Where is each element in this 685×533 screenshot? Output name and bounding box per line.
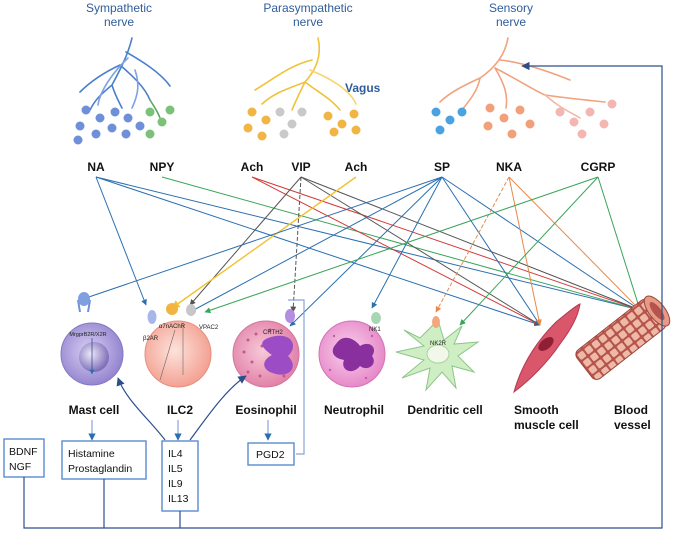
arrow-sp-smooth	[441, 176, 541, 326]
box-il4: IL4	[168, 448, 183, 460]
sympathetic-title-line1: Sympathetic	[86, 1, 152, 15]
dc-receptor-label: NK2R	[430, 341, 447, 347]
sympathetic-title-line2: nerve	[104, 15, 134, 29]
feedback-loop	[23, 61, 663, 529]
ilc2-cell: α7nAChR VPAC2 β2AR	[143, 303, 219, 388]
sympathetic-vesicles	[73, 105, 175, 145]
parasympathetic-nerve-illustration	[254, 37, 357, 111]
arrow-na-vessel	[95, 176, 641, 312]
arrow-sp-eos	[289, 176, 443, 327]
mast-cell: MrgprB2R/X2R	[60, 292, 124, 386]
ilc2-a7-label: α7nAChR	[159, 324, 186, 330]
box-pgd2-label: PGD2	[256, 449, 285, 461]
arrow-vip-vessel	[300, 176, 641, 311]
arrow-il-eos	[189, 375, 247, 441]
label-na: NA	[87, 160, 105, 174]
label-neutrophil: Neutrophil	[324, 403, 384, 417]
sensory-title-line1: Sensory	[489, 1, 533, 15]
arrow-il-mast	[116, 377, 166, 441]
label-smooth-line2: muscle cell	[514, 418, 579, 432]
smooth-muscle-cell	[513, 303, 581, 394]
label-vessel-line2: vessel	[614, 418, 651, 432]
signal-arrows	[79, 176, 642, 327]
cytokine-arrows	[88, 299, 305, 455]
arrow-nka-dc	[435, 176, 510, 313]
arrow-sp-mast	[79, 176, 443, 302]
arrow-vip-ilc2	[189, 176, 302, 306]
label-vip: VIP	[291, 160, 310, 174]
mast-receptor-label: MrgprB2R/X2R	[69, 332, 106, 338]
box-il9: IL9	[168, 478, 183, 490]
blood-vessel	[575, 295, 671, 380]
arrow-na-smooth	[95, 176, 541, 327]
label-ilc2: ILC2	[167, 403, 193, 417]
arrow-cgrp-vessel	[597, 176, 642, 311]
box-neurotrophins-line2: NGF	[9, 461, 31, 473]
label-dendritic-cell: Dendritic cell	[407, 403, 482, 417]
parasympathetic-vesicles	[243, 107, 361, 141]
sympathetic-title: Sympathetic nerve	[86, 1, 152, 29]
label-nka: NKA	[496, 160, 522, 174]
sensory-vesicles	[431, 99, 617, 139]
arrow-ach-vessel	[251, 176, 641, 312]
box-interleukins: IL4 IL5 IL9 IL13	[161, 440, 199, 512]
line-pgd2-feedback	[288, 299, 305, 455]
arrow-na-ilc2	[95, 176, 147, 306]
label-ach-left: Ach	[241, 160, 264, 174]
label-smooth-line1: Smooth	[514, 403, 559, 417]
sensory-title-line2: nerve	[496, 15, 526, 29]
label-vessel-line1: Blood	[614, 403, 648, 417]
box-il13: IL13	[168, 493, 189, 505]
label-sp: SP	[434, 160, 450, 174]
arrow-cgrp-ilc2	[204, 176, 599, 314]
sympathetic-nerve-illustration	[79, 37, 171, 119]
label-npy: NPY	[150, 160, 175, 174]
box-mast-products-line2: Prostaglandin	[68, 463, 132, 475]
transmitter-labels: NA NPY Ach VIP Ach SP NKA CGRP	[87, 160, 615, 174]
arrow-vip-smooth	[300, 176, 541, 326]
eos-receptor-label: CRTH2	[263, 330, 284, 336]
label-cgrp: CGRP	[581, 160, 616, 174]
box-mast-products: Histamine Prostaglandin	[61, 440, 147, 480]
label-ach-right: Ach	[345, 160, 368, 174]
box-neurotrophins-line1: BDNF	[9, 446, 38, 458]
ilc2-vpac-label: VPAC2	[199, 325, 219, 331]
arrow-ach-ilc2	[171, 176, 357, 309]
arrow-nka-vessel	[508, 176, 641, 311]
dendritic-cell: NK2R	[395, 316, 480, 392]
arrow-vip-eos	[290, 176, 302, 313]
arrow-sp-vessel	[441, 176, 641, 311]
arrow-sp-ilc2	[189, 176, 443, 313]
parasympathetic-title: Parasympathetic nerve	[263, 1, 352, 29]
ilc2-b2-label: β2AR	[143, 336, 159, 342]
parasympathetic-title-line2: nerve	[293, 15, 323, 29]
box-pgd2: PGD2	[247, 442, 295, 466]
neutrophil-cell: NK1	[318, 312, 386, 388]
label-eosinophil: Eosinophil	[235, 403, 296, 417]
cell-labels: Mast cell ILC2 Eosinophil Neutrophil Den…	[69, 403, 651, 432]
label-mast-cell: Mast cell	[69, 403, 120, 417]
arrow-npy-vessel	[161, 176, 641, 312]
sensory-title: Sensory nerve	[489, 1, 533, 29]
sensory-nerve-illustration	[439, 37, 606, 119]
box-neurotrophins: BDNF NGF	[3, 438, 45, 478]
vagus-label: Vagus	[345, 81, 381, 95]
parasympathetic-title-line1: Parasympathetic	[263, 1, 352, 15]
eosinophil-cell: CRTH2	[232, 309, 300, 388]
box-il5: IL5	[168, 463, 183, 475]
arrow-cgrp-dc	[459, 176, 599, 326]
arrow-nka-smooth	[508, 176, 542, 326]
box-mast-products-line1: Histamine	[68, 448, 115, 460]
neut-receptor-label: NK1	[369, 327, 381, 333]
